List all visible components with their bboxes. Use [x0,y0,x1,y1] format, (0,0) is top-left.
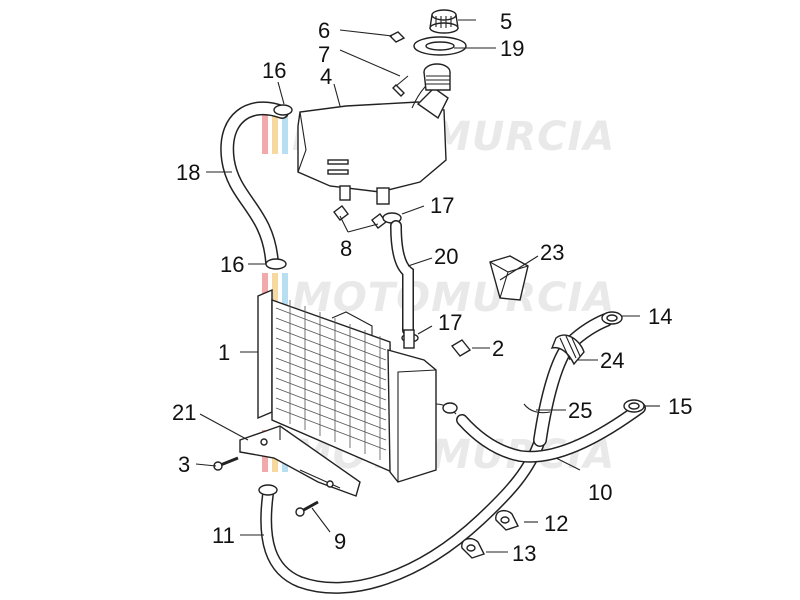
callout-labels: 1 2 3 4 5 6 7 8 9 10 11 12 13 14 15 16 1… [172,9,692,566]
callout-6: 6 [318,18,330,43]
screw-9 [295,500,319,517]
callout-14: 14 [648,304,672,329]
hose-18 [220,101,289,269]
callout-12: 12 [544,511,568,536]
svg-text:MOTOMURCIA: MOTOMURCIA [292,275,615,321]
callout-4: 4 [320,64,332,89]
clamp-16-bottom [265,258,287,270]
hose-10 [456,402,646,463]
screw-3 [213,456,239,471]
callout-11: 11 [212,523,235,548]
callout-21: 21 [172,400,196,425]
leader-lines [195,19,660,553]
clip-6 [388,31,406,43]
cap-gasket [413,36,467,56]
callout-24: 24 [600,348,624,373]
clamp-11-top [258,484,278,496]
clamp-16-top [273,104,293,116]
tank-cap [429,9,459,34]
filler-neck [423,63,451,91]
sleeve-24 [550,334,585,366]
callout-17-top: 17 [430,193,454,218]
clamp-15 [623,399,645,413]
callout-9: 9 [334,529,346,554]
clip-2 [450,339,472,357]
callout-18: 18 [176,160,200,185]
clip-25 [523,403,551,414]
watermark-middle: MOTOMURCIA [262,273,615,321]
callout-19: 19 [500,36,524,61]
callout-1: 1 [218,340,230,365]
clip-13 [461,537,485,559]
bracket-21 [239,425,361,497]
radiator-outlet [435,402,458,415]
clip-12 [495,509,519,531]
hose-11 [260,434,546,594]
callout-16-bottom: 16 [220,252,244,277]
callout-13: 13 [512,541,536,566]
callout-15: 15 [668,394,692,419]
callout-16-top: 16 [262,58,286,83]
hose-20 [390,220,414,336]
fasteners-8 [333,205,387,229]
radiator [257,288,437,483]
callout-10: 10 [588,480,612,505]
expansion-tank [297,75,449,205]
callout-7: 7 [318,42,330,67]
screw-7 [392,75,409,97]
callout-3: 3 [178,452,190,477]
callout-20: 20 [434,244,458,269]
callout-25: 25 [568,398,592,423]
callout-17-bottom: 17 [438,310,462,335]
callout-23: 23 [540,240,564,265]
clamp-14 [601,311,623,325]
callout-2: 2 [492,336,504,361]
callout-5: 5 [500,9,512,34]
callout-8: 8 [340,236,352,261]
